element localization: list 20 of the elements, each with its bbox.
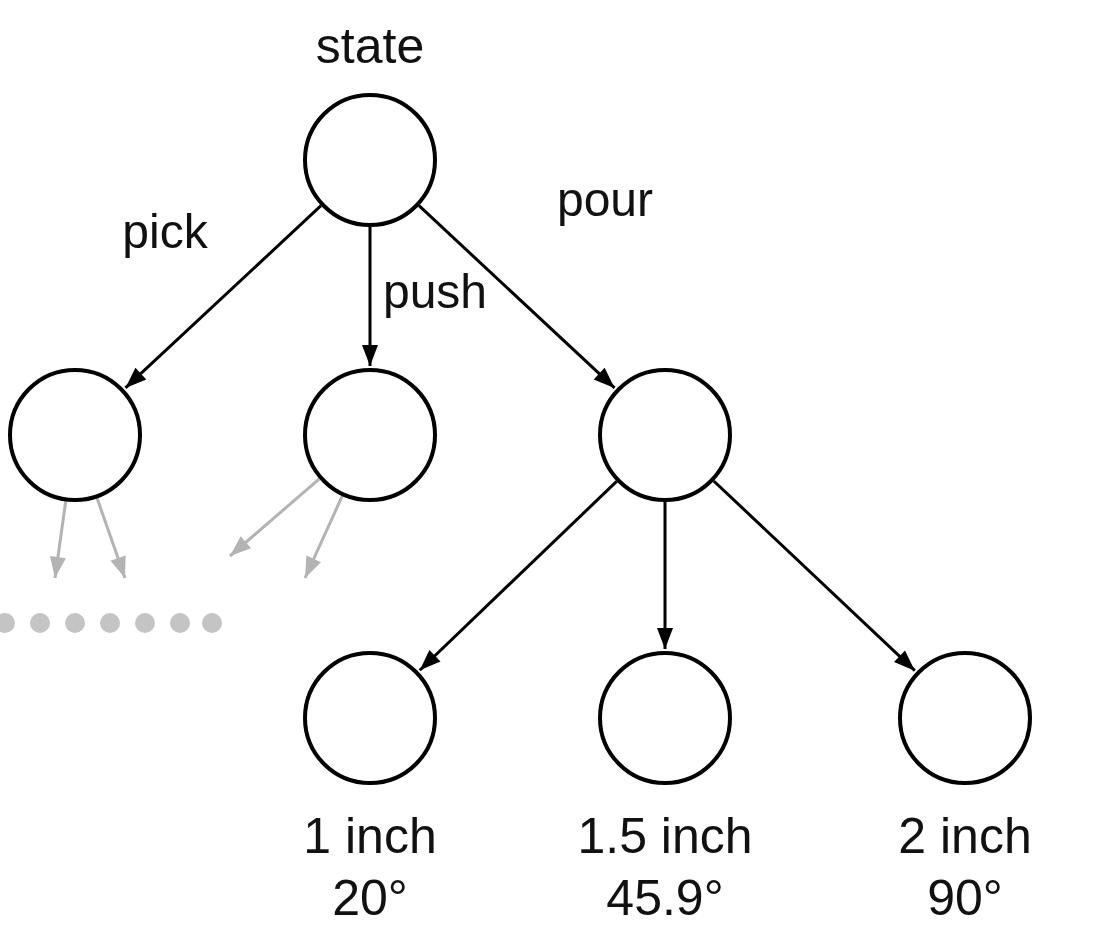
- node-caption: 45.9°: [605, 869, 725, 928]
- arrow: [712, 479, 916, 672]
- node-caption: 2 inch: [898, 807, 1032, 866]
- node-caption: 90°: [926, 869, 1004, 928]
- node-caption: 1.5 inch: [577, 807, 753, 866]
- edge-label: pour: [556, 176, 654, 224]
- arrow: [303, 495, 344, 579]
- arrow: [50, 501, 68, 579]
- arrow: [95, 497, 127, 579]
- arrow: [418, 480, 618, 672]
- node-caption: 1 inch: [303, 807, 437, 866]
- node-caption: 20°: [331, 869, 409, 928]
- arrow: [229, 477, 321, 558]
- arrow: [657, 502, 673, 649]
- node-label: state: [315, 21, 425, 71]
- arrow: [362, 227, 378, 366]
- arrow: [124, 204, 322, 390]
- edge-label: push: [382, 268, 488, 316]
- edge-label: pick: [122, 208, 208, 256]
- arrow: [418, 204, 616, 390]
